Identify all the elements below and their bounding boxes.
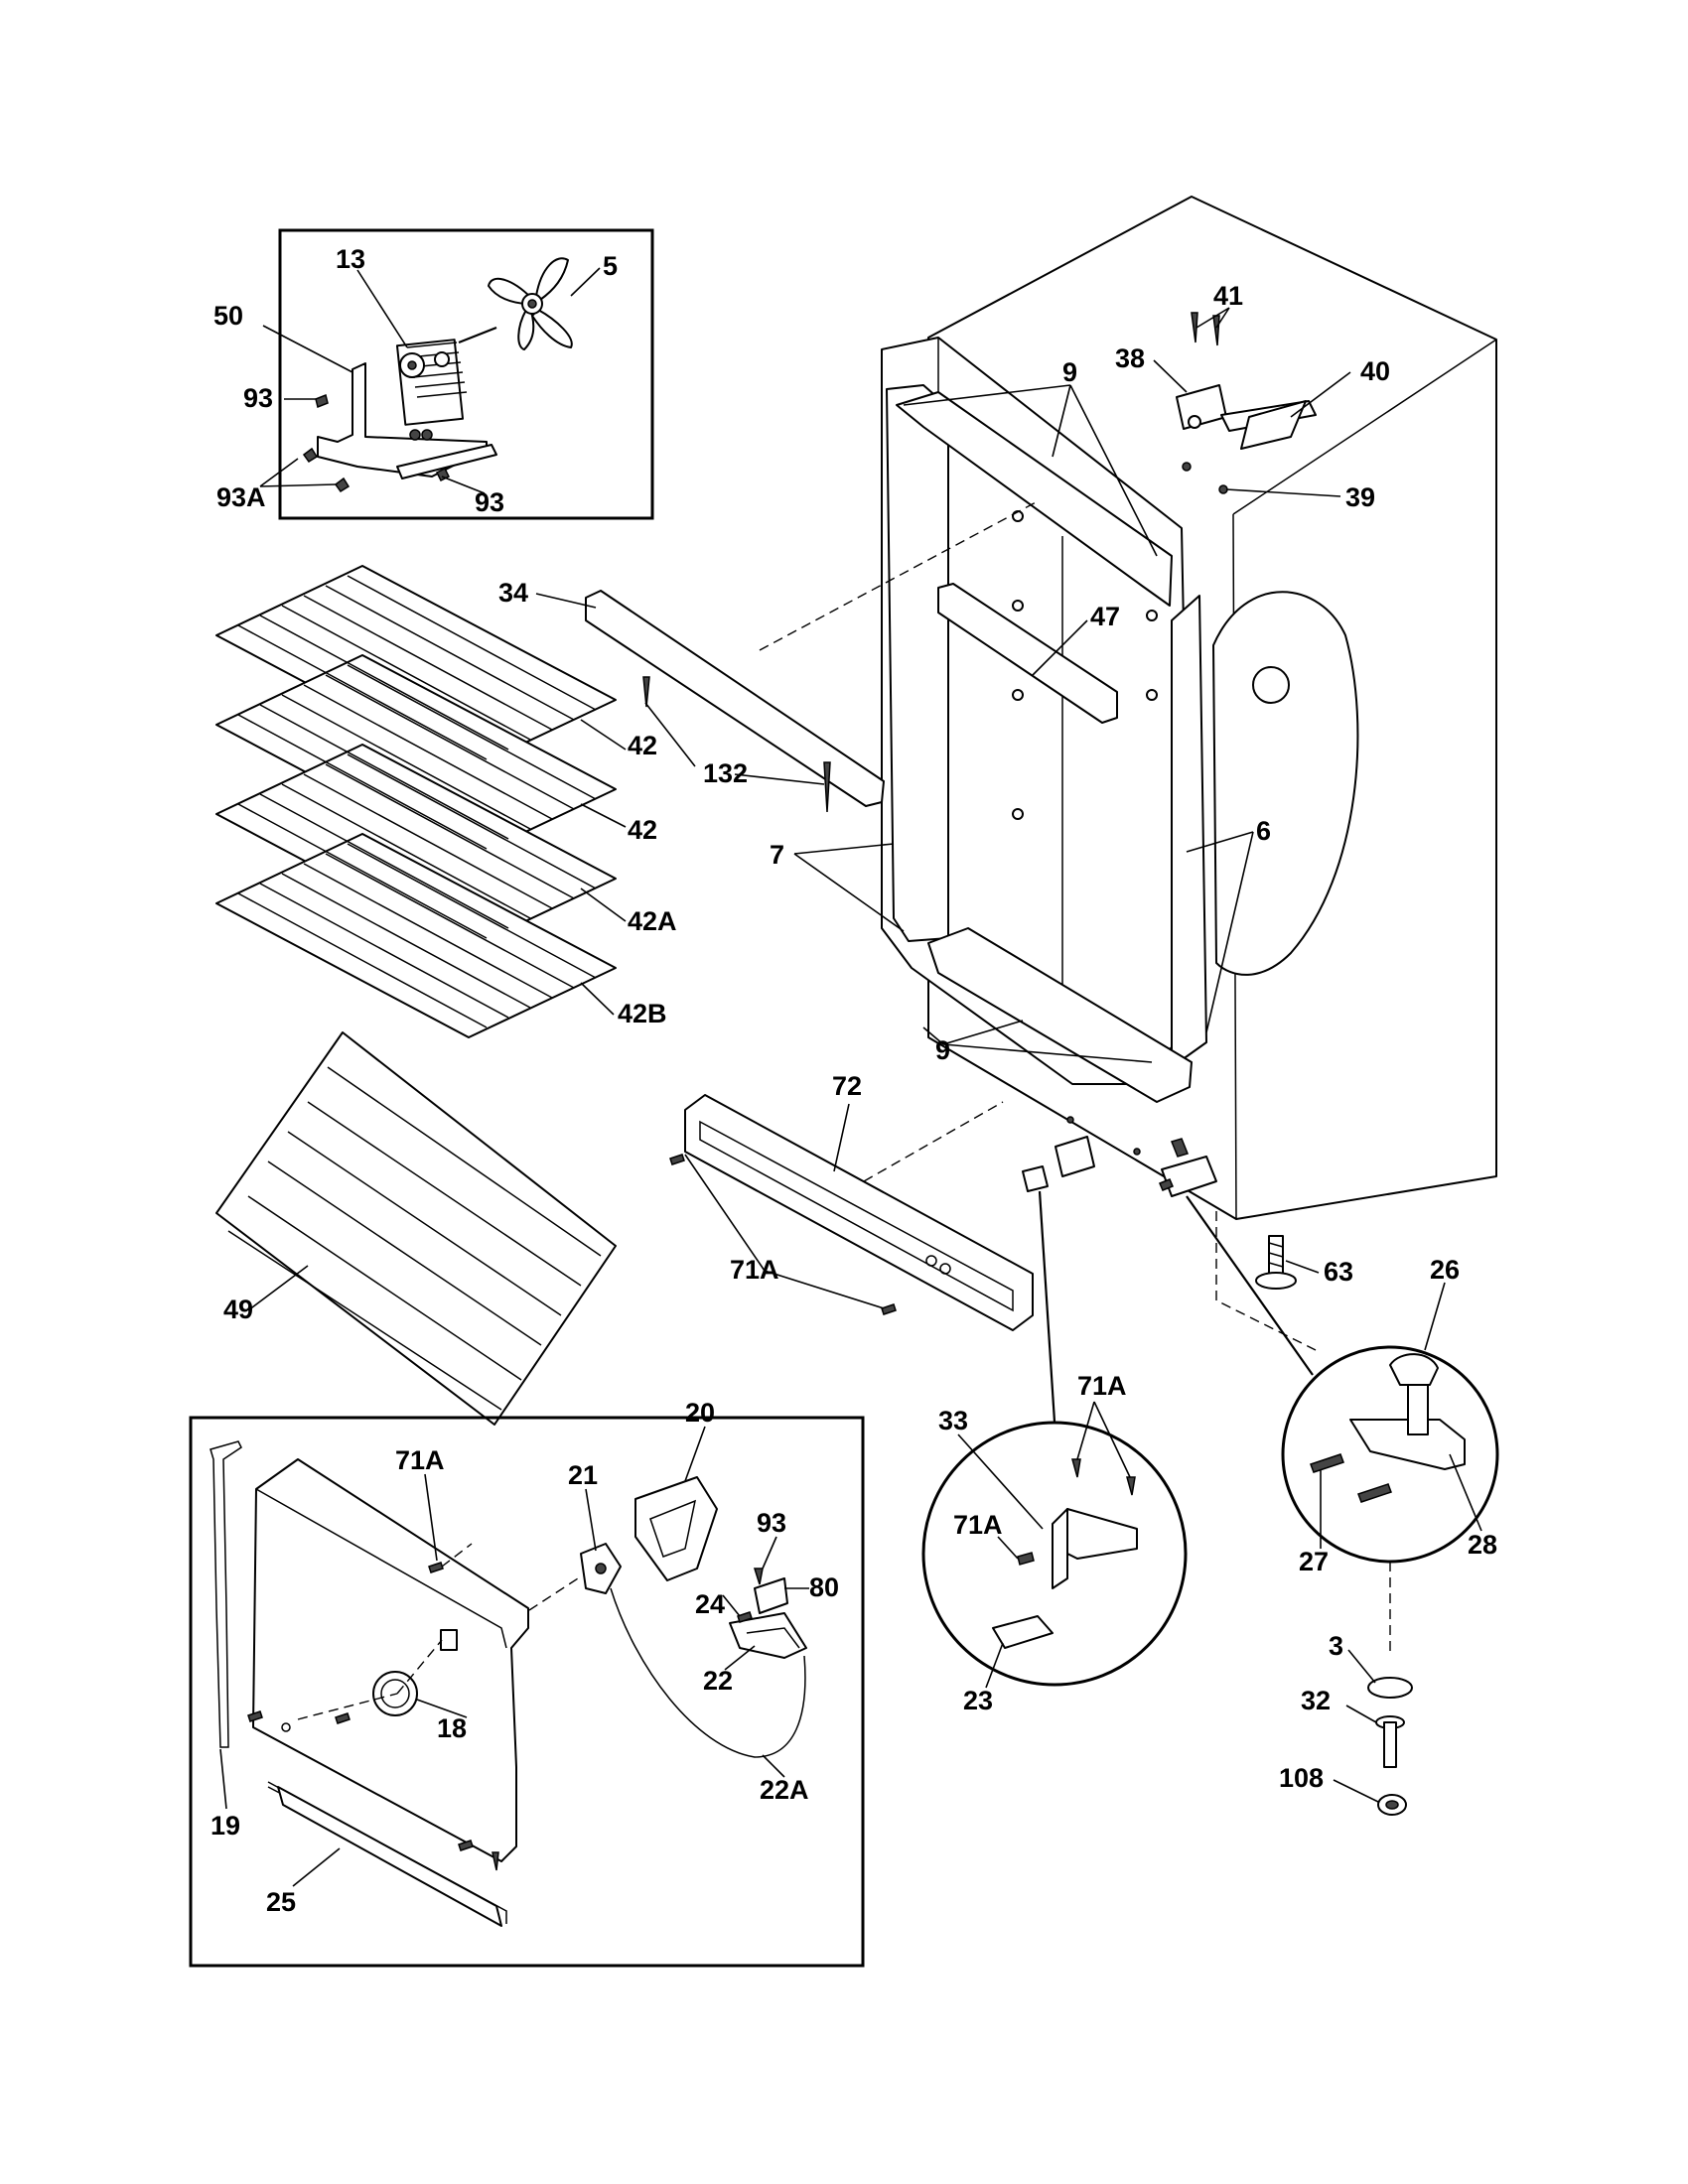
callout-22: 22 <box>703 1666 733 1696</box>
callout-3: 3 <box>1329 1631 1343 1661</box>
leader-lines <box>219 267 1482 1887</box>
door-switch-assembly <box>1022 1116 1141 1192</box>
callout-21: 21 <box>568 1460 598 1490</box>
callout-50: 50 <box>213 301 243 331</box>
wire-shelf-4 <box>215 833 617 1038</box>
top-breaker-strip <box>896 391 1173 607</box>
fan-motor-inset-frame <box>278 228 654 520</box>
rear-rail <box>585 590 885 807</box>
callout-32: 32 <box>1301 1686 1331 1715</box>
callout-42A: 42A <box>628 906 677 936</box>
callout-20: 20 <box>685 1398 715 1428</box>
callout-38: 38 <box>1115 343 1145 373</box>
bracket-screws <box>302 393 451 493</box>
left-breaker-strip <box>886 384 949 942</box>
lamp-cover <box>634 1476 718 1581</box>
callout-108: 108 <box>1279 1763 1324 1793</box>
callout-80: 80 <box>809 1572 839 1602</box>
bottom-hinge <box>1159 1138 1217 1197</box>
hinge-inset-pointer <box>1186 1195 1314 1376</box>
motor-bracket <box>317 362 488 478</box>
callout-labels: 13 5 50 93 93A 93 41 38 40 9 39 34 47 42… <box>211 244 1497 1917</box>
callout-72: 72 <box>832 1071 862 1101</box>
callout-18: 18 <box>437 1713 467 1743</box>
drain-hole <box>1252 666 1290 704</box>
kickplate <box>684 1094 1034 1331</box>
callout-49: 49 <box>223 1295 253 1324</box>
callout-71A: 71A <box>1077 1371 1127 1401</box>
callout-34: 34 <box>498 578 528 608</box>
callout-93: 93 <box>475 487 504 517</box>
callout-132: 132 <box>703 758 748 788</box>
evaporator-panel <box>1212 591 1359 976</box>
door-switch-inset <box>921 1421 1188 1687</box>
light-socket <box>729 1612 807 1659</box>
switch-inset-pointer <box>1038 1190 1056 1423</box>
callout-23: 23 <box>963 1686 993 1715</box>
control-panel-cover <box>252 1458 529 1862</box>
fan-blade <box>488 257 573 350</box>
callout-71A: 71A <box>730 1255 779 1285</box>
callout-39: 39 <box>1345 482 1375 512</box>
wire-basket <box>215 1031 617 1426</box>
callout-33: 33 <box>938 1406 968 1435</box>
callout-42B: 42B <box>618 999 667 1028</box>
callout-9: 9 <box>935 1035 950 1065</box>
hinge-inset <box>1281 1345 1499 1564</box>
callout-71A: 71A <box>953 1510 1003 1540</box>
fan-motor <box>395 326 497 441</box>
callout-71A: 71A <box>395 1445 445 1475</box>
callout-28: 28 <box>1468 1530 1497 1560</box>
callout-7: 7 <box>770 840 784 870</box>
wire-harness <box>610 1587 806 1758</box>
callout-93: 93 <box>757 1508 786 1538</box>
callout-25: 25 <box>266 1887 296 1917</box>
callout-42: 42 <box>628 815 657 845</box>
callout-27: 27 <box>1299 1547 1329 1576</box>
motor-bracket-foot <box>396 444 497 479</box>
callout-93A: 93A <box>216 482 266 512</box>
callout-5: 5 <box>603 251 618 281</box>
gasket-19 <box>210 1440 242 1748</box>
control-panel-inset <box>189 1416 865 1968</box>
right-breaker-strip <box>1171 595 1207 1068</box>
shelf-support <box>937 583 1118 724</box>
callout-63: 63 <box>1324 1257 1353 1287</box>
callout-19: 19 <box>211 1811 240 1841</box>
bottom-breaker-strip <box>927 927 1193 1103</box>
callout-6: 6 <box>1256 816 1271 846</box>
callout-9: 9 <box>1062 357 1077 387</box>
callout-93: 93 <box>243 383 273 413</box>
callout-22A: 22A <box>760 1775 809 1805</box>
top-hinge <box>1176 312 1317 494</box>
control-panel-inset-frame <box>189 1416 865 1968</box>
cabinet <box>881 196 1497 1220</box>
caster-parts <box>1367 1677 1413 1816</box>
callout-40: 40 <box>1360 356 1390 386</box>
wire-shelves <box>215 565 617 1426</box>
callout-13: 13 <box>336 244 365 274</box>
callout-41: 41 <box>1213 281 1243 311</box>
callout-24: 24 <box>695 1589 725 1619</box>
callout-42: 42 <box>628 731 657 760</box>
leveling-leg <box>1255 1235 1297 1290</box>
callout-47: 47 <box>1090 602 1120 631</box>
fan-motor-inset <box>278 228 654 520</box>
callout-26: 26 <box>1430 1255 1460 1285</box>
